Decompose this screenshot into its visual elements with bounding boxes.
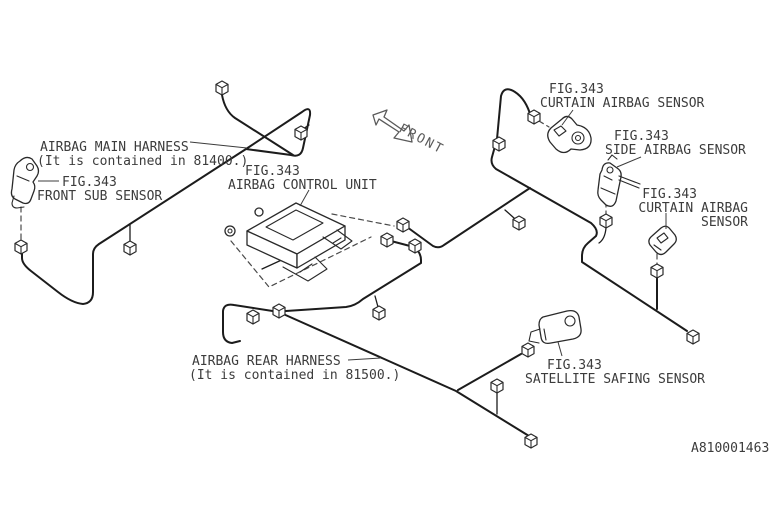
main-harness-left-trunk-wire <box>21 148 247 305</box>
airbag-main-harness-wires <box>21 88 688 332</box>
satellite-safing-sensor-icon <box>528 309 582 345</box>
label-control-unit: FIG.343 AIRBAG CONTROL UNIT <box>228 164 377 193</box>
curtain-right-label-line2: SENSOR <box>701 215 748 230</box>
connector-icon <box>380 232 394 248</box>
satellite-sensor-branch-wire <box>457 353 522 391</box>
satellite-sensor-label: SATELLITE SAFING SENSOR <box>525 372 705 387</box>
connector-icon <box>272 303 286 319</box>
connector-icon <box>396 217 410 233</box>
curtain-airbag-sensor-top-icon <box>547 115 592 154</box>
airbag-rear-harness-wires <box>222 247 530 437</box>
connector-icon <box>215 80 229 96</box>
front-direction-indicator: FRONT <box>372 109 447 158</box>
label-front-sub-sensor: FIG.343 FRONT SUB SENSOR <box>37 175 162 204</box>
airbag-control-unit-icon <box>224 202 353 282</box>
curtain-right-fig-ref: FIG.343 <box>642 187 697 202</box>
label-rear-harness: AIRBAG REAR HARNESS (It is contained in … <box>189 354 400 383</box>
front-sub-sensor-fig-ref: FIG.343 <box>62 175 117 190</box>
connector-icon <box>14 239 28 255</box>
rear-harness-lower-trunk-wire <box>280 312 530 437</box>
rear-upper-connector-stub-wire <box>374 295 379 308</box>
rear-harness-loop-wire <box>222 303 280 344</box>
front-sub-sensor-icon <box>10 156 40 209</box>
harness-connectors <box>14 80 700 449</box>
connector-icon <box>686 329 700 345</box>
connector-icon <box>408 238 422 254</box>
label-satellite-sensor: FIG.343 SATELLITE SAFING SENSOR <box>525 358 705 387</box>
side-sensor-stub-wire <box>598 227 607 244</box>
hidden-routing-dashed-line-2 <box>331 213 395 227</box>
main-harness-top-branch-wire <box>221 94 294 156</box>
main-harness-label-line1: AIRBAG MAIN HARNESS <box>40 140 189 155</box>
connector-icon <box>650 263 664 279</box>
connector-icon <box>294 125 308 141</box>
curtain-top-fig-ref: FIG.343 <box>549 82 604 97</box>
satellite-sensor-fig-ref: FIG.343 <box>547 358 602 373</box>
connector-icon <box>246 309 260 325</box>
main-harness-right-trunk-wire <box>490 88 688 332</box>
label-curtain-sensor-top: FIG.343 CURTAIN AIRBAG SENSOR <box>540 82 705 111</box>
rear-harness-label-line2: (It is contained in 81500.) <box>189 368 400 383</box>
curtain-right-label-line1: CURTAIN AIRBAG <box>638 201 748 216</box>
control-unit-fig-ref: FIG.343 <box>245 164 300 179</box>
main-harness-label-line2: (It is contained in 81400.) <box>37 154 248 169</box>
connector-icon <box>512 215 526 231</box>
center-junction-branch-wire <box>406 187 531 249</box>
label-curtain-sensor-right: FIG.343 CURTAIN AIRBAG SENSOR <box>638 187 748 230</box>
connector-icon <box>599 213 613 229</box>
junction-stub-wire <box>504 209 515 219</box>
label-main-harness: AIRBAG MAIN HARNESS (It is contained in … <box>37 140 248 169</box>
side-airbag-sensor-icon <box>597 154 641 207</box>
side-sensor-fig-ref: FIG.343 <box>614 129 669 144</box>
curtain-airbag-sensor-right-icon <box>648 225 677 256</box>
curtain-top-sensor-dashed-line <box>538 120 550 128</box>
side-sensor-label: SIDE AIRBAG SENSOR <box>605 143 746 158</box>
rear-harness-upper-wire <box>285 247 422 312</box>
label-leader-lines <box>38 109 667 361</box>
connector-icon <box>372 305 386 321</box>
connector-icon <box>492 136 506 152</box>
front-sub-sensor-label: FRONT SUB SENSOR <box>37 189 162 204</box>
rear-harness-label-line1: AIRBAG REAR HARNESS <box>192 354 341 369</box>
label-side-sensor: FIG.343 SIDE AIRBAG SENSOR <box>605 129 746 158</box>
connector-icon <box>123 240 137 256</box>
connector-icon <box>521 342 535 358</box>
connector-icon <box>490 378 504 394</box>
front-direction-label: FRONT <box>396 121 446 157</box>
hidden-routing-dashed-line <box>230 236 372 288</box>
curtain-top-label: CURTAIN AIRBAG SENSOR <box>540 96 705 111</box>
connector-icon <box>527 109 541 125</box>
front-direction-arrow-icon <box>372 109 413 143</box>
control-unit-label: AIRBAG CONTROL UNIT <box>228 178 377 193</box>
connector-icon <box>524 433 538 449</box>
drawing-number: A810001463 <box>691 441 769 456</box>
junction-connector-link-wire <box>390 240 411 247</box>
